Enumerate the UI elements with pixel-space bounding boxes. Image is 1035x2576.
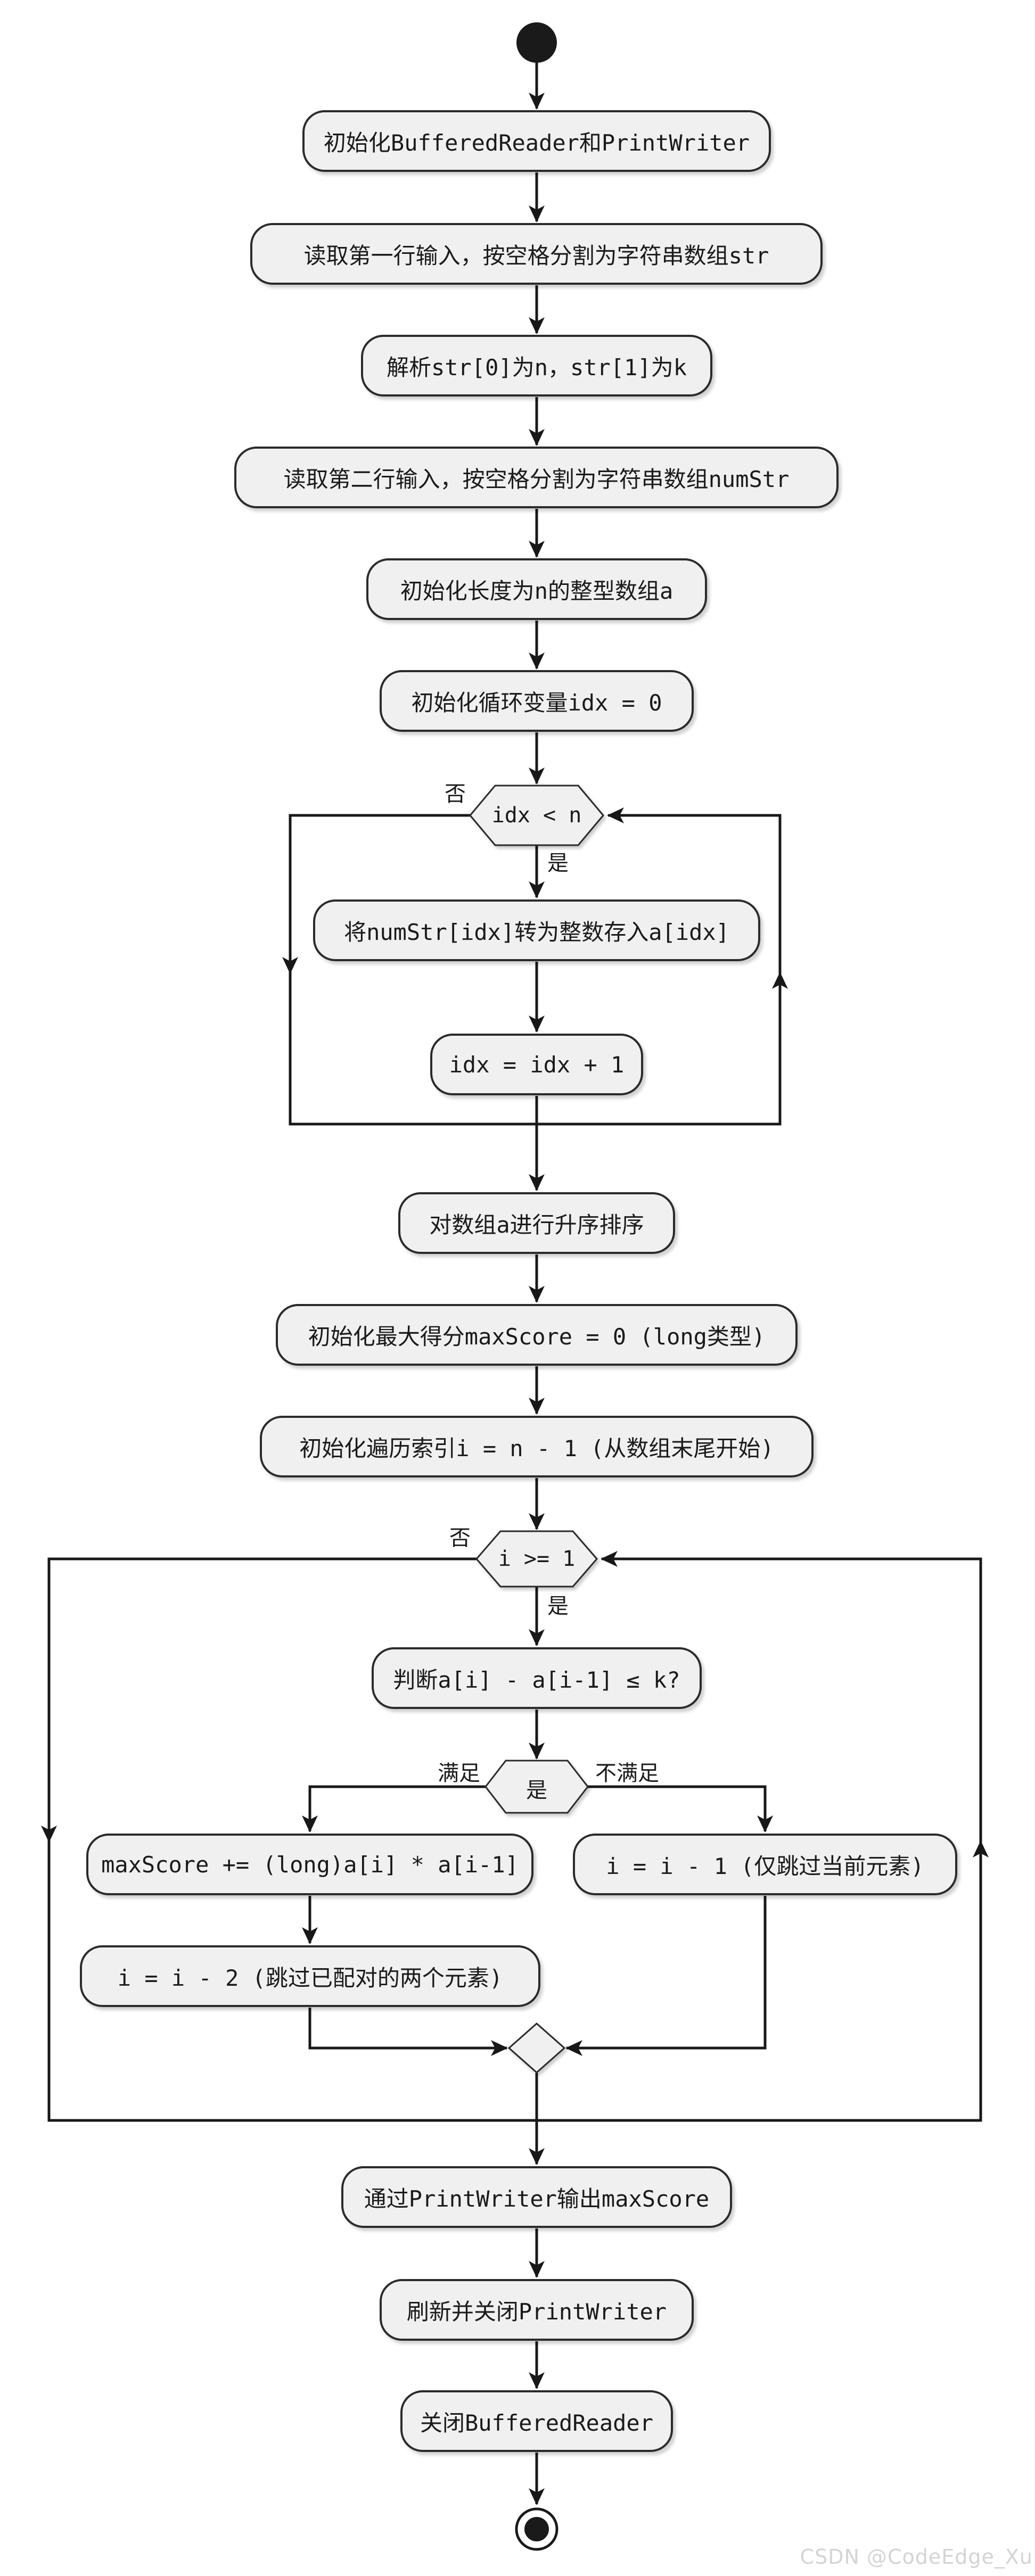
edge-if-else [588,1785,773,1832]
node-increment-idx: idx = idx + 1 [430,1034,643,1095]
edge-else-to-merge [565,1896,767,2056]
while2-condition-text: i >= 1 [498,1547,576,1571]
edge-if-then [302,1785,486,1832]
end-node-dot [524,2517,549,2541]
node-init-idx: 初始化循环变量idx = 0 [380,670,694,732]
while1-hexagon [469,785,604,846]
if-else-label: 不满足 [595,1761,659,1786]
edge-loop1-back-b [607,807,782,973]
node-skip-one: i = i - 1 (仅跳过当前元素) [573,1834,957,1895]
start-node [516,22,557,63]
while1-condition-text: idx < n [491,803,582,828]
merge-diamond [507,2022,566,2074]
csdn-watermark: CSDN @CodeEdge_Xu [800,2545,1033,2569]
if-condition-text: 是 [526,1778,547,1803]
if-hexagon [484,1760,589,1814]
edge-loop2-back-b [601,1551,982,1842]
edge-loop2-back-a [535,1840,989,2122]
while1-no-label: 否 [445,782,466,806]
edge-then-to-merge [308,2008,508,2056]
while2-no-label: 否 [449,1526,471,1550]
node-skip-two: i = i - 2 (跳过已配对的两个元素) [80,1945,540,2007]
node-read-first-line: 读取第一行输入，按空格分割为字符串数组str [250,223,823,285]
while2-yes-label: 是 [547,1594,569,1619]
edge-loop1-exit-b [289,973,545,1191]
node-close-reader: 关闭BufferedReader [400,2390,673,2452]
node-init-array: 初始化长度为n的整型数组a [366,558,707,620]
node-convert-store: 将numStr[idx]转为整数存入a[idx] [313,899,760,961]
node-output-maxscore: 通过PrintWriter输出maxScore [341,2166,732,2228]
node-init-maxscore: 初始化最大得分maxScore = 0 (long类型) [276,1304,798,1366]
node-init-writers: 初始化BufferedReader和PrintWriter [302,110,771,172]
node-close-writer: 刷新并关闭PrintWriter [380,2279,694,2341]
node-sort-array: 对数组a进行升序排序 [398,1192,675,1254]
if-then-label: 满足 [438,1761,480,1786]
edge-loop2-exit-a [41,1557,477,1843]
edge-loop2-exit-b [47,1842,545,2165]
connectors [41,63,989,2505]
node-check-diff: 判断a[i] - a[i-1] ≤ k? [372,1647,702,1709]
decision-shapes [469,785,604,2074]
node-read-second-line: 读取第二行输入，按空格分割为字符串数组numStr [234,447,839,508]
node-init-index-i: 初始化遍历索引i = n - 1 (从数组末尾开始) [260,1416,814,1477]
edge-loop1-back-a [535,972,788,1126]
node-add-score: maxScore += (long)a[i] * a[i-1] [86,1834,533,1895]
while2-hexagon [475,1530,598,1588]
edge-loop1-exit-a [282,814,470,974]
node-parse-n-k: 解析str[0]为n，str[1]为k [361,335,712,397]
while1-yes-label: 是 [547,851,569,876]
